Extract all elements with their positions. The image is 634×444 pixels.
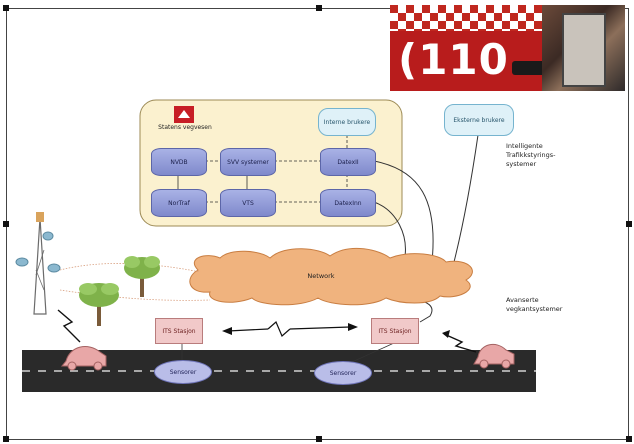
resize-handle[interactable] bbox=[3, 436, 9, 442]
resize-handle[interactable] bbox=[626, 436, 632, 442]
lightning-link-icon bbox=[57, 309, 81, 343]
door-handle bbox=[512, 61, 546, 75]
resize-handle[interactable] bbox=[3, 5, 9, 11]
note-traffic-systems: Intelligente Trafikkstyrings- systemer bbox=[506, 142, 556, 168]
svv-logo-mark bbox=[178, 110, 190, 118]
tree-icon bbox=[79, 283, 119, 326]
wireless-link bbox=[59, 289, 211, 301]
arrow-head-icon bbox=[442, 330, 450, 338]
node-nvdb[interactable]: NVDB bbox=[151, 148, 207, 176]
node-vts[interactable]: VTS bbox=[220, 189, 276, 217]
internal-users[interactable]: Interne brukere bbox=[318, 108, 376, 136]
car-icon bbox=[473, 343, 515, 369]
equipment-panel bbox=[562, 13, 606, 87]
vertical-links bbox=[177, 174, 248, 189]
node-datexinn[interactable]: DatexInn bbox=[320, 189, 376, 217]
resize-handle[interactable] bbox=[316, 436, 322, 442]
fire-truck-photo: (110 bbox=[390, 5, 625, 91]
resize-handle[interactable] bbox=[3, 221, 9, 227]
network-cloud bbox=[189, 247, 473, 306]
node-nortraf[interactable]: NorTraf bbox=[151, 189, 207, 217]
station-link bbox=[222, 321, 358, 337]
sensor-link bbox=[351, 342, 395, 363]
note-roadside-systems: Avanserte vegkantsystemer bbox=[506, 296, 563, 313]
resize-handle[interactable] bbox=[316, 5, 322, 11]
truck-number: (110 bbox=[398, 35, 509, 84]
external-users[interactable]: Eksterne brukere bbox=[444, 104, 514, 136]
its-station-left[interactable]: ITS Stasjon bbox=[155, 318, 203, 344]
resize-handle[interactable] bbox=[626, 221, 632, 227]
internal-links bbox=[205, 135, 348, 203]
checker-pattern bbox=[390, 5, 550, 31]
network-label: Network bbox=[307, 272, 335, 280]
car-icon bbox=[60, 346, 107, 371]
lightning-link-icon bbox=[443, 333, 477, 353]
its-station-right[interactable]: ITS Stasjon bbox=[371, 318, 419, 344]
node-svv-systemer[interactable]: SVV systemer bbox=[220, 148, 276, 176]
node-datex[interactable]: DatexII bbox=[320, 148, 376, 176]
tree-icon bbox=[124, 256, 160, 297]
radio-tower-icon bbox=[15, 212, 61, 315]
svv-logo-text: Statens vegvesen bbox=[158, 124, 212, 131]
sensor-left[interactable]: Sensorer bbox=[154, 360, 212, 384]
sensor-right[interactable]: Sensorer bbox=[314, 361, 372, 385]
